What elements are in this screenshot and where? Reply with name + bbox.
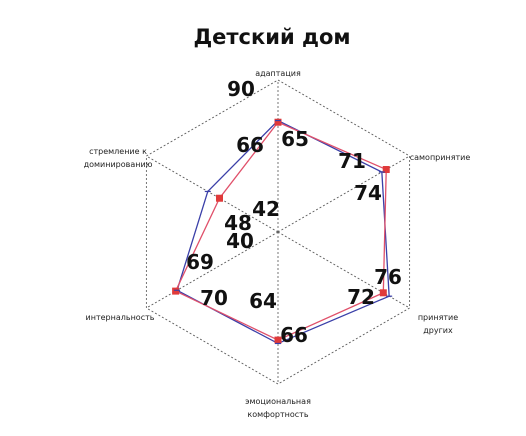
series-2-marker bbox=[274, 336, 282, 344]
series-2-marker bbox=[172, 287, 180, 295]
axis-label-line: стремление к bbox=[89, 147, 147, 156]
axis-max-label: 90 bbox=[227, 77, 255, 101]
series-2-marker bbox=[379, 289, 387, 297]
grid-spoke bbox=[277, 231, 410, 309]
data-label: 72 bbox=[347, 285, 375, 309]
radar-grid bbox=[145, 79, 411, 385]
chart-title: Детский дом bbox=[193, 25, 350, 49]
grid-outline bbox=[145, 79, 411, 385]
data-label: 71 bbox=[338, 149, 366, 173]
axis-label-line: доминированию bbox=[84, 160, 153, 169]
data-label: 66 bbox=[280, 323, 308, 347]
grid-spoke bbox=[277, 155, 410, 233]
data-label: 65 bbox=[281, 127, 309, 151]
series-2-marker bbox=[215, 194, 223, 202]
axis-label-line: других bbox=[423, 326, 453, 335]
axis-label: принятие других bbox=[418, 313, 458, 335]
data-label: 69 bbox=[186, 250, 214, 274]
data-label: 66 bbox=[236, 133, 264, 157]
axis-label-line: комфортность bbox=[247, 410, 308, 419]
series-2-marker bbox=[382, 166, 390, 174]
data-label: 74 bbox=[354, 181, 382, 205]
data-label: 76 bbox=[374, 265, 402, 289]
data-label: 70 bbox=[200, 286, 228, 310]
series-2-marker bbox=[274, 118, 282, 126]
data-label: 48 bbox=[224, 211, 252, 235]
axis-label: стремление к доминированию bbox=[84, 147, 153, 169]
axis-label: самопринятие bbox=[410, 153, 471, 162]
axis-label: адаптация bbox=[255, 69, 301, 78]
grid-spoke bbox=[146, 231, 279, 309]
axis-label: интернальность bbox=[86, 313, 155, 322]
axis-label-line: принятие bbox=[418, 313, 458, 322]
data-label: 64 bbox=[249, 289, 277, 313]
grid-spoke bbox=[146, 155, 279, 233]
axis-label-line: эмоциональная bbox=[245, 397, 311, 406]
series-group bbox=[172, 118, 393, 345]
axis-label: эмоциональная комфортность bbox=[245, 397, 311, 419]
data-label: 40 bbox=[226, 229, 254, 253]
axis-labels: адаптация самопринятие принятие других эмоци… bbox=[84, 69, 471, 419]
data-label: 42 bbox=[252, 197, 280, 221]
